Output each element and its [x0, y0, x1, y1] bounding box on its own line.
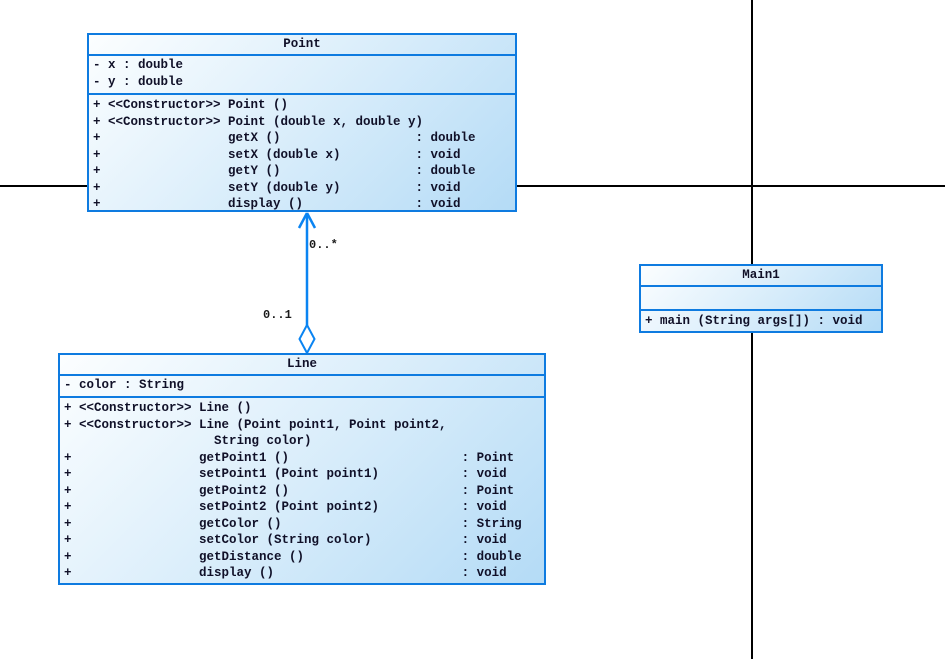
method-row: + getPoint1 () : Point: [64, 450, 515, 465]
attributes-compartment: [641, 287, 881, 311]
method-row: + <<Constructor>> Point (): [93, 98, 289, 112]
attribute-row: - color : String: [64, 378, 185, 392]
method-row: + getX () : double: [93, 131, 476, 145]
method-row: + getY () : double: [93, 164, 476, 178]
class-box-line[interactable]: Line - color : String + <<Constructor>> …: [58, 353, 546, 585]
method-row: + <<Constructor>> Line (): [64, 401, 252, 415]
method-row: + display () : void: [93, 197, 461, 210]
method-row: String color): [64, 434, 312, 448]
class-box-point[interactable]: Point - x : double - y : double + <<Cons…: [87, 33, 517, 212]
method-row: + setColor (String color) : void: [64, 533, 507, 547]
class-title: Main1: [641, 266, 881, 287]
methods-compartment: + main (String args[]) : void: [641, 311, 881, 331]
attribute-row: - y : double: [93, 75, 184, 89]
aggregation-connector[interactable]: [285, 211, 345, 356]
attribute-row: - x : double: [93, 58, 184, 72]
method-row: + setPoint1 (Point point1) : void: [64, 467, 507, 481]
attributes-compartment: - x : double - y : double: [89, 56, 515, 95]
methods-compartment: + <<Constructor>> Point () + <<Construct…: [89, 95, 515, 210]
method-row: + main (String args[]) : void: [645, 314, 863, 328]
multiplicity-label-lower[interactable]: 0..1: [263, 308, 292, 322]
class-title: Line: [60, 355, 544, 376]
method-row: + <<Constructor>> Point (double x, doubl…: [93, 114, 424, 129]
method-row: + setPoint2 (Point point2) : void: [64, 500, 507, 514]
method-row: + setX (double x) : void: [93, 147, 461, 162]
aggregation-diamond-icon: [298, 322, 316, 356]
method-row: + getDistance () : double: [64, 549, 522, 564]
method-row: + setY (double y) : void: [93, 180, 461, 195]
multiplicity-label-upper[interactable]: 0..*: [309, 238, 338, 252]
method-row: + <<Constructor>> Line (Point point1, Po…: [64, 417, 447, 432]
method-row: + getColor () : String: [64, 516, 522, 531]
method-row: + getPoint2 () : Point: [64, 483, 515, 498]
methods-compartment: + <<Constructor>> Line () + <<Constructo…: [60, 398, 544, 583]
attributes-compartment: - color : String: [60, 376, 544, 398]
class-title: Point: [89, 35, 515, 56]
open-arrowhead-icon: [297, 212, 317, 229]
class-box-main1[interactable]: Main1 + main (String args[]) : void: [639, 264, 883, 333]
method-row: + display () : void: [64, 566, 507, 580]
